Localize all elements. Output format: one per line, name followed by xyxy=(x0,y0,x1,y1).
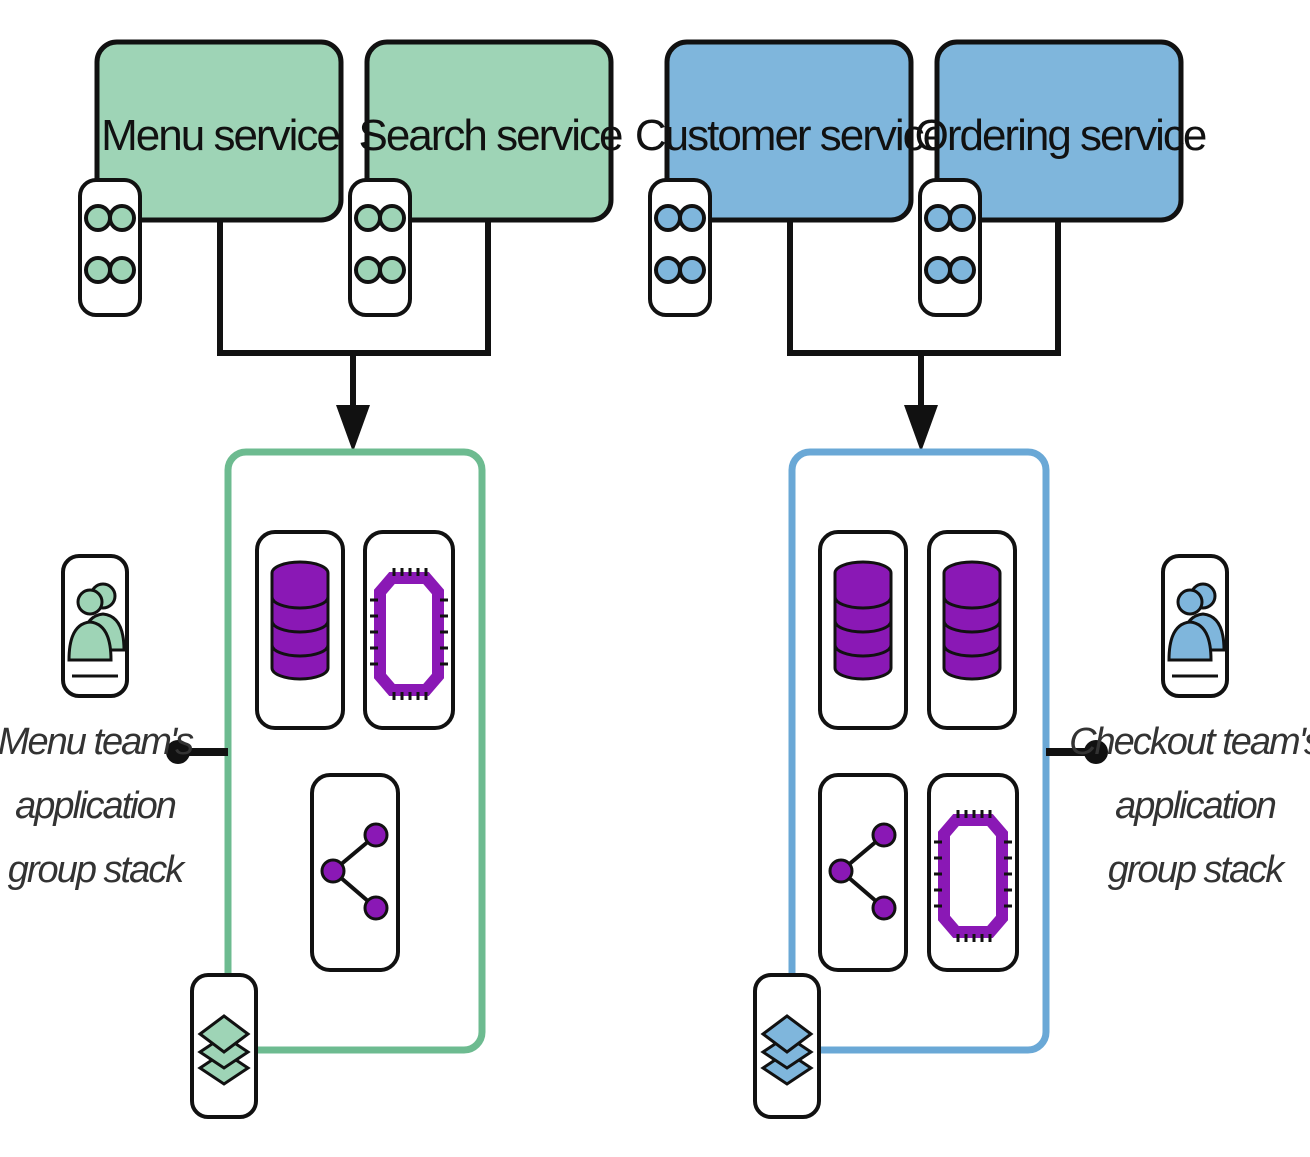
service-label: Search service xyxy=(358,111,622,160)
chip-icon xyxy=(363,530,455,730)
layers-icon xyxy=(190,973,258,1119)
team-label-line: group stack xyxy=(8,849,186,891)
service-box-ordering: Ordering service xyxy=(915,39,1208,223)
connector-lines xyxy=(787,220,1061,452)
service-label: Customer service xyxy=(635,111,946,160)
share-icon xyxy=(818,773,908,972)
team-label-line: group stack xyxy=(1108,849,1286,891)
database-icon xyxy=(255,530,345,730)
layers-icon xyxy=(753,973,821,1119)
pin-connector xyxy=(1046,740,1108,764)
four-circles-icon xyxy=(78,178,142,317)
database-icon xyxy=(818,530,908,730)
four-circles-icon xyxy=(348,178,412,317)
team-label-menu: Menu team's application group stack xyxy=(0,721,196,891)
team-icon xyxy=(61,554,129,698)
four-circles-icon xyxy=(648,178,712,317)
chip-icon xyxy=(927,773,1019,972)
database-icon xyxy=(927,530,1017,730)
service-label: Ordering service xyxy=(915,111,1206,160)
service-label: Menu service xyxy=(101,111,339,160)
team-icon xyxy=(1161,554,1229,698)
team-label-checkout: Checkout team's application group stack xyxy=(1069,721,1310,891)
four-circles-icon xyxy=(918,178,982,317)
team-label-line: application xyxy=(15,785,176,827)
team-label-line: application xyxy=(1115,785,1276,827)
team-label-line: Menu team's xyxy=(0,721,194,763)
service-box-search: Search service xyxy=(358,39,624,223)
share-icon xyxy=(310,773,400,972)
team-label-line: Checkout team's xyxy=(1069,721,1310,763)
connector-lines xyxy=(217,220,491,452)
pin-connector xyxy=(166,740,228,764)
service-box-menu: Menu service xyxy=(94,39,344,223)
